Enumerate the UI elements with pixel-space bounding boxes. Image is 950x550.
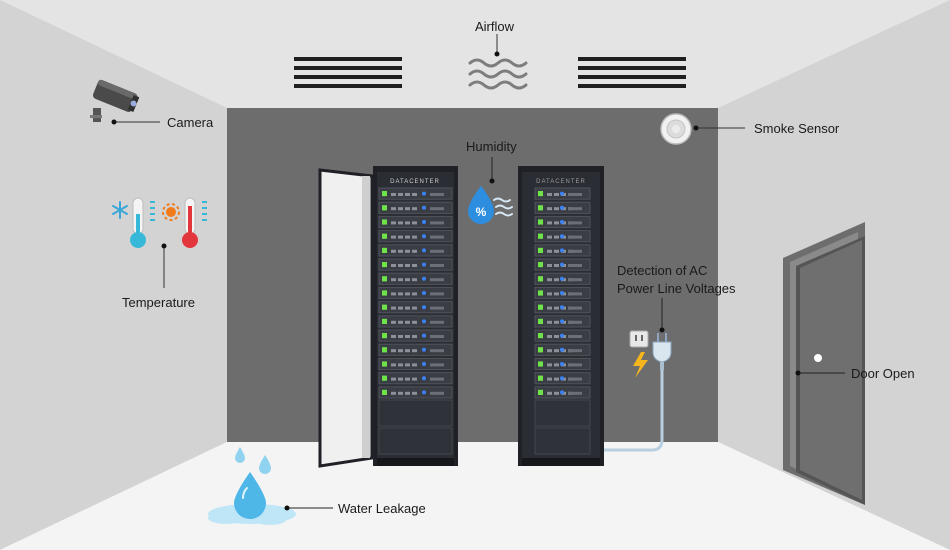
server-unit [534,201,591,214]
server-unit [534,372,591,385]
humidity-icon: % [468,186,513,224]
door-icon [783,222,865,505]
server-unit [534,286,591,300]
smoke-sensor-icon [660,113,692,145]
server-unit [534,272,591,285]
snowflake-icon [112,201,128,219]
back-wall [227,108,718,442]
server-unit [378,386,453,399]
server-unit [534,315,591,328]
svg-text:%: % [476,205,487,219]
server-unit [534,258,591,271]
server-rack-left: DATACENTER [318,166,458,468]
door-open-label: Door Open [851,366,915,381]
server-unit [534,230,591,243]
rack-brand-right: DATACENTER [536,179,586,185]
server-unit [378,372,453,385]
server-unit [534,187,591,200]
server-unit [378,244,453,257]
temperature-label: Temperature [122,295,195,310]
ceiling-vent-right [578,57,686,88]
thermometer-hot-icon [182,197,207,248]
server-unit [378,315,453,328]
airflow-icon [468,58,528,90]
server-unit [534,357,591,371]
sun-icon [162,203,180,221]
server-unit [378,272,453,285]
camera-label: Camera [167,115,214,130]
server-unit [378,343,453,356]
power-plug-icon [652,333,672,370]
ac-voltage-label-line1: Detection of AC [617,263,708,278]
server-unit [534,386,591,399]
ceiling-vent-left [294,57,402,88]
humidity-label: Humidity [466,139,517,154]
server-unit [378,329,453,342]
thermometer-cold-icon [130,197,155,248]
server-unit [378,187,453,200]
server-unit [378,215,453,229]
server-unit [534,301,591,314]
server-unit [534,343,591,356]
rack-brand-left: DATACENTER [390,179,440,185]
server-unit [534,244,591,257]
server-units-left [378,187,453,399]
server-units-right [534,187,591,399]
server-unit [378,301,453,314]
server-unit [378,357,453,371]
server-unit [534,215,591,229]
rack-door [318,168,374,468]
lightning-icon [633,352,648,378]
server-unit [378,230,453,243]
ac-voltage-label-line2: Power Line Voltages [617,281,736,296]
smoke-sensor-label: Smoke Sensor [754,121,840,136]
power-cable [604,370,664,452]
server-rack-right: DATACENTER [518,166,604,466]
server-unit [378,258,453,271]
water-drop-icon [208,447,296,525]
airflow-label: Airflow [475,19,515,34]
power-outlet-icon [629,330,649,348]
server-unit [378,286,453,300]
server-unit [378,201,453,214]
camera-icon [90,79,140,122]
left-wall [0,0,227,550]
ac-voltage-label: Detection of AC Power Line Voltages [617,262,736,298]
water-leakage-label: Water Leakage [338,501,426,516]
server-unit [534,329,591,342]
